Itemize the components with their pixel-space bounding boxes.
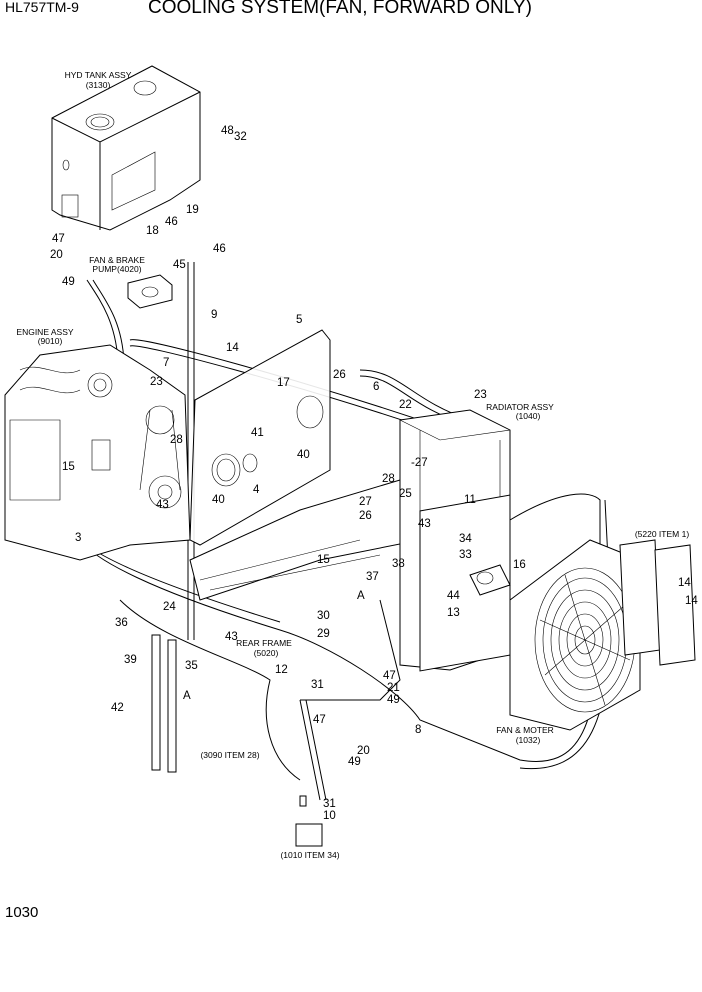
callout-48: 48: [221, 125, 234, 137]
radiator-drawing: [399, 409, 511, 672]
callout-25: 25: [399, 488, 412, 500]
callout-33: 33: [459, 549, 472, 561]
callout-A: A: [357, 590, 365, 602]
callout-14: 14: [678, 577, 691, 589]
label-ref-3090: (3090 ITEM 28): [200, 750, 259, 760]
callout-7: 7: [163, 357, 169, 369]
callout-17: 17: [277, 377, 290, 389]
label-engine-ref: (9010): [38, 336, 63, 346]
callout-22: 22: [399, 399, 412, 411]
model-number: HL757TM-9: [5, 0, 79, 15]
callout-8: 8: [415, 724, 421, 736]
callout-37: 37: [366, 571, 379, 583]
callout-3: 3: [75, 532, 81, 544]
callout-13: 13: [447, 607, 460, 619]
callout-34: 34: [459, 533, 472, 545]
callout-21: 21: [387, 682, 400, 694]
label-fan-motor-ref: (1032): [516, 735, 541, 745]
callout-46: 46: [165, 216, 178, 228]
assembly-labels: HYD TANK ASSY (3130) FAN & BRAKE PUMP(40…: [16, 70, 689, 860]
callout-28: 28: [382, 473, 395, 485]
callout-40: 40: [297, 449, 310, 461]
label-fan-motor: FAN & MOTER: [496, 725, 554, 735]
callout-27: 27: [359, 496, 372, 508]
label-rear-frame-ref: (5020): [254, 648, 279, 658]
label-radiator-ref: (1040): [516, 411, 541, 421]
callout-27: -27: [411, 457, 428, 469]
seal-strips-drawing: [151, 634, 323, 847]
callout-32: 32: [234, 131, 247, 143]
callout-46: 46: [213, 243, 226, 255]
page-title: COOLING SYSTEM(FAN, FORWARD ONLY): [148, 0, 532, 18]
callout-44: 44: [447, 590, 460, 602]
callout-40: 40: [212, 494, 225, 506]
callout-5: 5: [296, 314, 302, 326]
callout-20: 20: [50, 249, 63, 261]
label-ref-1010: (1010 ITEM 34): [280, 850, 339, 860]
callout-14: 14: [685, 595, 698, 607]
callout-49: 49: [62, 276, 75, 288]
callout-29: 29: [317, 628, 330, 640]
callout-14: 14: [226, 342, 239, 354]
label-hyd-tank-ref: (3130): [86, 80, 111, 90]
callout-31: 31: [311, 679, 324, 691]
callout-15: 15: [62, 461, 75, 473]
label-radiator: RADIATOR ASSY: [486, 402, 554, 412]
callout-26: 26: [333, 369, 346, 381]
callout-47: 47: [313, 714, 326, 726]
callout-31: 31: [323, 798, 336, 810]
callout-A: A: [183, 690, 191, 702]
hyd-tank-drawing: [51, 65, 201, 231]
page-number: 1030: [5, 904, 39, 921]
label-hyd-tank: HYD TANK ASSY: [65, 70, 132, 80]
callout-43: 43: [156, 499, 169, 511]
callout-19: 19: [186, 204, 199, 216]
callout-6: 6: [373, 381, 379, 393]
fan-drawing: [509, 539, 696, 731]
callout-16: 16: [513, 559, 526, 571]
callout-38: 38: [392, 558, 405, 570]
callout-43: 43: [225, 631, 238, 643]
callout-30: 30: [317, 610, 330, 622]
callout-9: 9: [211, 309, 217, 321]
callout-49: 49: [348, 756, 361, 768]
callout-15: 15: [317, 554, 330, 566]
label-rear-frame: REAR FRAME: [236, 638, 292, 648]
callout-23: 23: [150, 376, 163, 388]
callout-39: 39: [124, 654, 137, 666]
pump-drawing: [127, 274, 173, 309]
callout-4: 4: [253, 484, 260, 496]
callout-35: 35: [185, 660, 198, 672]
callout-28: 28: [170, 434, 183, 446]
label-ref-5220: (5220 ITEM 1): [635, 529, 689, 539]
callout-36: 36: [115, 617, 128, 629]
callout-43: 43: [418, 518, 431, 530]
frame-plate-drawing: [189, 329, 421, 601]
callout-26: 26: [359, 510, 372, 522]
callout-12: 12: [275, 664, 288, 676]
callout-49: 49: [387, 694, 400, 706]
callout-10: 10: [323, 810, 336, 822]
callout-42: 42: [111, 702, 124, 714]
callout-45: 45: [173, 259, 186, 271]
label-pump-ref: PUMP(4020): [92, 264, 141, 274]
callout-23: 23: [474, 389, 487, 401]
callout-24: 24: [163, 601, 176, 613]
callout-41: 41: [251, 427, 264, 439]
callout-47: 47: [52, 233, 65, 245]
label-engine: ENGINE ASSY: [16, 327, 73, 337]
label-pump: FAN & BRAKE: [89, 255, 145, 265]
callout-47: 47: [383, 670, 396, 682]
callout-11: 11: [464, 494, 476, 506]
callout-20: 20: [357, 745, 370, 757]
engine-drawing: [4, 344, 191, 561]
callout-18: 18: [146, 225, 159, 237]
